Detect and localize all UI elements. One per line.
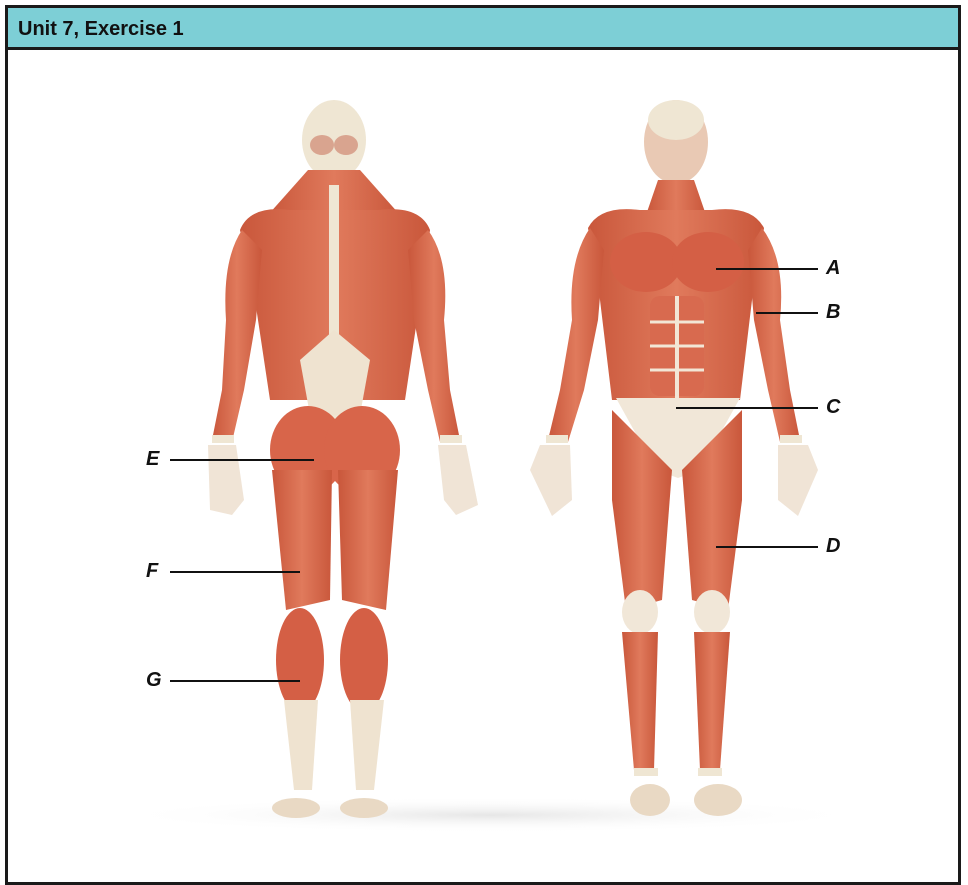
leader-line-g bbox=[170, 680, 300, 682]
label-e: E bbox=[146, 448, 159, 471]
label-b: B bbox=[826, 301, 840, 324]
back-head bbox=[302, 100, 366, 180]
leader-line-d bbox=[716, 546, 818, 548]
leader-line-b bbox=[756, 312, 818, 314]
label-f: F bbox=[146, 560, 158, 583]
label-c: C bbox=[826, 396, 840, 419]
floor-shadow bbox=[110, 797, 870, 833]
leader-line-e bbox=[170, 459, 314, 461]
leader-line-f bbox=[170, 571, 300, 573]
front-view-figure bbox=[530, 100, 818, 816]
label-g: G bbox=[146, 669, 162, 692]
label-d: D bbox=[826, 535, 840, 558]
leader-line-a bbox=[716, 268, 818, 270]
label-a: A bbox=[826, 257, 840, 280]
leader-line-c bbox=[676, 407, 818, 409]
